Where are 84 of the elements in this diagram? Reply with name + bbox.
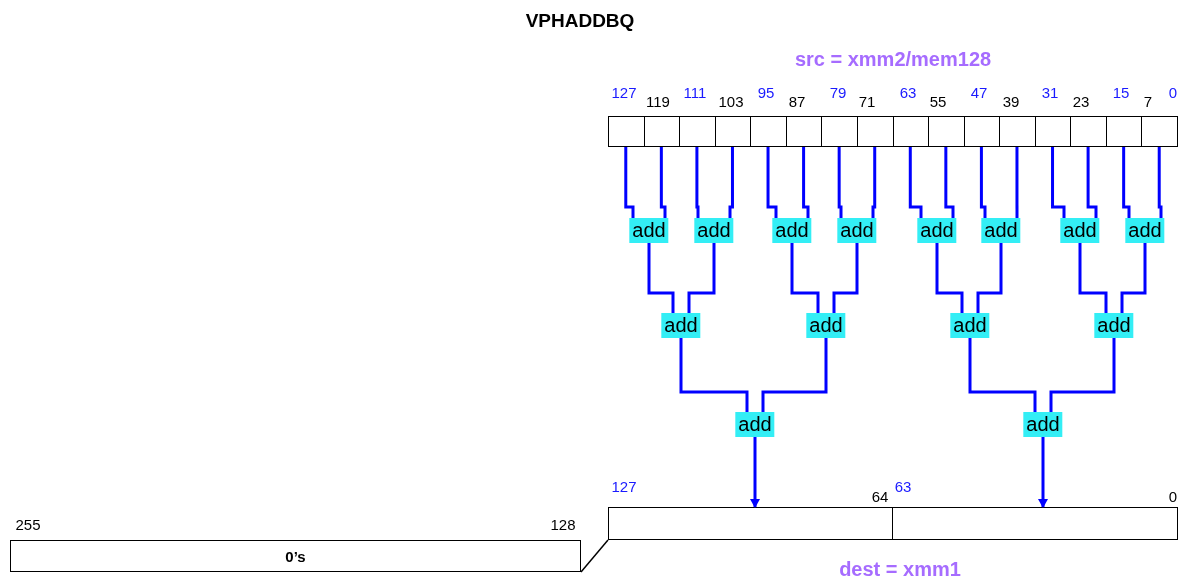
operand-label: dest = xmm1 <box>839 557 961 580</box>
connector-line <box>837 147 843 218</box>
connector-line <box>1049 338 1116 412</box>
connector-line <box>968 338 1037 412</box>
byte-cell <box>821 116 858 147</box>
bit-number: 71 <box>858 92 876 110</box>
add-box: add <box>772 218 812 243</box>
bit-number: 95 <box>757 83 775 101</box>
bit-number: 64 <box>871 487 889 505</box>
add-box: add <box>1060 218 1100 243</box>
bit-number: 47 <box>970 83 988 101</box>
connector-line <box>728 147 734 218</box>
connector-line <box>790 243 820 313</box>
bit-number: 128 <box>550 515 576 533</box>
bit-number: 7 <box>1143 92 1153 110</box>
byte-cell <box>608 116 645 147</box>
connector-line <box>659 147 667 218</box>
register-half <box>608 507 893 540</box>
byte-cell <box>679 116 716 147</box>
arrow <box>750 437 760 508</box>
add-box: add <box>1125 218 1165 243</box>
bit-number: 31 <box>1041 83 1059 101</box>
connector-line <box>935 243 964 313</box>
connector-line <box>976 243 1003 313</box>
register-box <box>10 540 581 572</box>
connector-line <box>871 147 877 218</box>
bit-number: 103 <box>718 92 744 110</box>
byte-cell <box>999 116 1036 147</box>
connector-line <box>944 147 955 218</box>
connector-line <box>832 243 859 313</box>
connector-line <box>1078 243 1108 313</box>
add-box: add <box>950 313 990 338</box>
add-box: add <box>735 412 775 437</box>
bit-number: 63 <box>894 477 912 495</box>
add-box: add <box>917 218 957 243</box>
connector-line <box>1086 147 1098 218</box>
connector-line <box>580 539 609 573</box>
byte-cell <box>1141 116 1178 147</box>
byte-cell <box>856 116 894 147</box>
bit-number: 127 <box>611 477 637 495</box>
bit-number: 111 <box>683 83 707 101</box>
connector-line <box>761 338 828 412</box>
bit-number: 119 <box>646 92 670 110</box>
add-box: add <box>981 218 1021 243</box>
connector-line <box>802 147 810 218</box>
bit-number: 63 <box>899 83 917 101</box>
bit-number: 87 <box>788 92 806 110</box>
add-box: add <box>661 313 701 338</box>
byte-cell <box>928 116 965 147</box>
bit-number: 0 <box>1168 487 1178 505</box>
bit-number: 15 <box>1112 83 1130 101</box>
connector-line <box>1051 147 1066 218</box>
bit-number: 79 <box>829 83 847 101</box>
bit-number: 255 <box>15 515 41 533</box>
connector-line <box>624 147 635 218</box>
connector-line <box>1157 147 1163 218</box>
add-box: add <box>1023 412 1063 437</box>
operand-label: src = xmm2/mem128 <box>794 47 992 71</box>
add-box: add <box>629 218 669 243</box>
add-box: add <box>837 218 877 243</box>
add-box: add <box>1094 313 1134 338</box>
byte-cell <box>750 116 787 147</box>
connector-line <box>766 147 778 218</box>
connector-line <box>1015 147 1019 218</box>
connector-line <box>687 243 716 313</box>
connector-line <box>679 338 749 412</box>
bit-number: 0 <box>1168 83 1178 101</box>
connector-line <box>1122 147 1131 218</box>
bit-number: 55 <box>929 92 947 110</box>
register-half <box>892 507 1178 540</box>
add-box: add <box>694 218 734 243</box>
register-text: 0’s <box>285 547 306 565</box>
add-box: add <box>806 313 846 338</box>
connector-line <box>695 147 700 218</box>
bit-number: 39 <box>1002 92 1020 110</box>
connector-line <box>1120 243 1147 313</box>
title: VPHADDBQ <box>524 10 636 32</box>
connector-line <box>979 147 987 218</box>
connector-line <box>647 243 675 313</box>
byte-cell <box>1070 116 1107 147</box>
connector-line <box>908 147 923 218</box>
bit-number: 127 <box>611 83 637 101</box>
bit-number: 23 <box>1072 92 1090 110</box>
arrow <box>1038 437 1048 508</box>
